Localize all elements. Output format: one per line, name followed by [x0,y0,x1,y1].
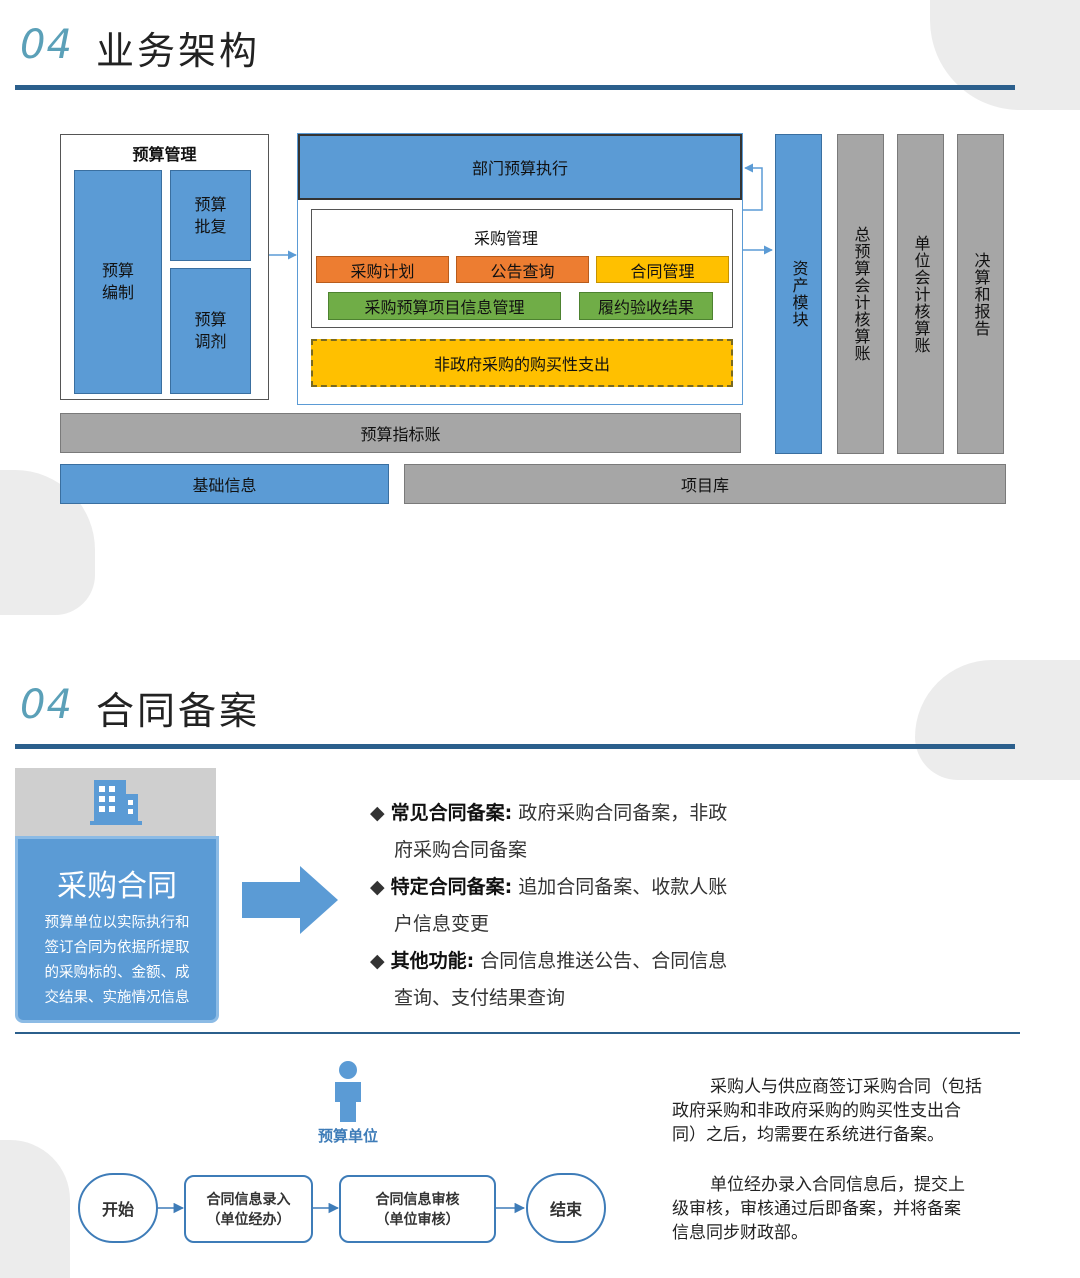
paragraph-line: 同）之后，均需要在系统进行备案。 [672,1125,944,1145]
budget-adjust-line1: 预算 [194,310,227,329]
bullet-label: 常见合同备案: [390,802,513,824]
contract-card: 采购合同 预算单位以实际执行和 签订合同为依据所提取 的采购标的、金额、成 交结… [15,836,219,1023]
budget-management-title: 预算管理 [132,145,197,164]
person-icon [335,1061,361,1122]
flow-step-entry-node[interactable]: 合同信息录入 （单位经办） [184,1175,313,1243]
description-paragraph-1: 采购人与供应商签订采购合同（包括 政府采购和非政府采购的购买性支出合 同）之后，… [672,1075,1052,1147]
budget-compile-box[interactable]: 预算 编制 [74,170,162,394]
budget-compile-line1: 预算 [101,261,134,280]
non-gov-purchase-box[interactable]: 非政府采购的购买性支出 [311,339,733,387]
project-library-box[interactable]: 项目库 [404,464,1006,504]
bullet-line: ◆ 其他功能: 合同信息推送公告、合同信息 [370,943,780,980]
bullet-text: 政府采购合同备案，非政 [512,802,728,824]
final-report-box[interactable]: 决算和报告 [957,134,1004,454]
bullet-text: 追加合同备案、收款人账 [512,876,728,898]
paragraph-line: 单位经办录入合同信息后，提交上 [710,1175,965,1195]
paragraph-line: 采购人与供应商签订采购合同（包括 [710,1077,982,1097]
bullet-other-functions: ◆ 其他功能: 合同信息推送公告、合同信息 查询、支付结果查询 [370,943,780,1017]
section1-divider [15,85,1015,90]
section2-divider [15,744,1015,749]
flow-step-entry-line2: （单位经办） [206,1212,291,1228]
contract-card-desc-line: 预算单位以实际执行和 [44,915,190,931]
paragraph-line: 级审核，审核通过后即备案，并将备案 [672,1199,961,1219]
budget-approve-box[interactable]: 预算 批复 [170,170,251,261]
bullet-line: ◆ 特定合同备案: 追加合同备案、收款人账 [370,869,780,906]
section2-title: 合同备案 [96,689,261,733]
diamond-bullet-icon: ◆ [370,950,391,972]
diamond-bullet-icon: ◆ [370,802,391,824]
budget-approve-line2: 批复 [194,216,227,236]
basic-info-box[interactable]: 基础信息 [60,464,389,504]
procurement-budget-project-box[interactable]: 采购预算项目信息管理 [328,292,561,320]
right-arrow-icon [242,866,338,934]
contract-mgmt-box[interactable]: 合同管理 [596,256,729,283]
description-paragraph-2: 单位经办录入合同信息后，提交上 级审核，审核通过后即备案，并将备案 信息同步财政… [672,1173,1052,1245]
flow-step-review-node[interactable]: 合同信息审核 （单位审核） [339,1175,496,1243]
flow-step-review-line2: （单位审核） [375,1212,460,1228]
section1-title: 业务架构 [96,29,261,73]
flow-start-node[interactable]: 开始 [78,1173,158,1243]
flow-end-label: 结束 [549,1200,582,1219]
section2-number: 04 [20,682,73,728]
general-ledger-box[interactable]: 总预算会计核算账 [837,134,884,454]
contract-card-desc-line: 签订合同为依据所提取 [44,940,190,956]
procurement-title: 采购管理 [473,229,538,248]
budget-approve-line1: 预算 [194,194,227,214]
diamond-bullet-icon: ◆ [370,876,391,898]
section2-subdivider [15,1032,1020,1034]
section1-number: 04 [20,22,73,68]
dept-budget-exec-box[interactable]: 部门预算执行 [298,134,742,200]
asset-module-box[interactable]: 资产模块 [775,134,822,454]
budget-adjust-box[interactable]: 预算 调剂 [170,268,251,394]
contract-card-title: 采购合同 [57,869,177,904]
flow-start-label: 开始 [101,1200,134,1219]
building-icon [89,780,142,825]
paragraph-line: 信息同步财政部。 [672,1223,808,1243]
contract-card-header [15,768,216,836]
bullet-label: 特定合同备案: [390,876,513,898]
flow-end-node[interactable]: 结束 [526,1173,606,1243]
bg-shape-top-right [930,0,1080,110]
bullet-common-filing: ◆ 常见合同备案: 政府采购合同备案，非政 府采购合同备案 [370,795,780,869]
bullet-text: 合同信息推送公告、合同信息 [474,950,728,972]
paragraph-line: 政府采购和非政府采购的购买性支出合 [672,1101,961,1121]
bullet-line: 查询、支付结果查询 [394,987,566,1009]
contract-card-desc-line: 的采购标的、金额、成 [44,965,190,981]
flow-step-entry-line1: 合同信息录入 [206,1192,291,1208]
contract-card-desc: 预算单位以实际执行和 签订合同为依据所提取 的采购标的、金额、成 交结果、实施情… [18,911,216,1011]
bullet-specific-filing: ◆ 特定合同备案: 追加合同备案、收款人账 户信息变更 [370,869,780,943]
procurement-plan-box[interactable]: 采购计划 [316,256,449,283]
unit-accounting-box[interactable]: 单位会计核算账 [897,134,944,454]
contract-card-desc-line: 交结果、实施情况信息 [44,990,190,1006]
bullet-line: ◆ 常见合同备案: 政府采购合同备案，非政 [370,795,780,832]
budget-compile-line2: 编制 [101,283,134,302]
bg-shape-left-bottom [0,1140,70,1278]
budget-index-ledger-box[interactable]: 预算指标账 [60,413,741,453]
notice-query-box[interactable]: 公告查询 [456,256,589,283]
bullet-line: 户信息变更 [394,913,490,935]
budget-adjust-line2: 调剂 [194,332,227,351]
bullet-line: 府采购合同备案 [394,839,528,861]
bg-shape-right-mid [915,660,1080,780]
actor-label: 预算单位 [317,1127,378,1145]
acceptance-result-box[interactable]: 履约验收结果 [579,292,713,320]
bullet-label: 其他功能: [390,950,475,972]
flow-step-review-line1: 合同信息审核 [375,1192,460,1208]
